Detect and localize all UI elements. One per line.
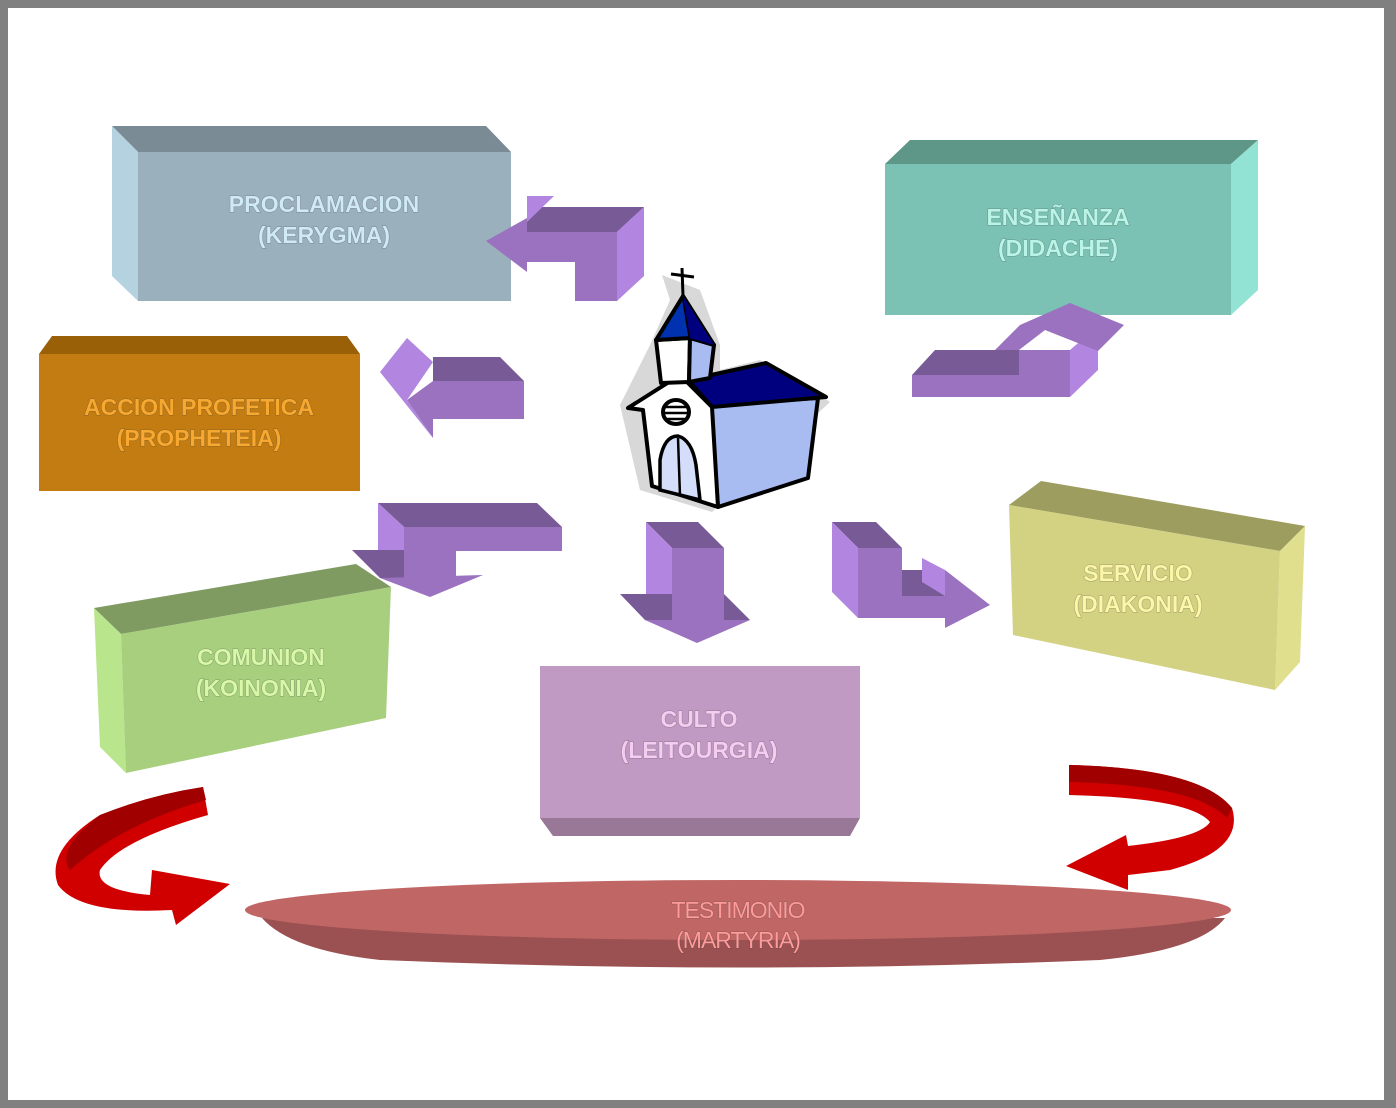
box-kerygma-subtitle: (KERYGMA): [258, 222, 390, 248]
arrow-face: [527, 232, 617, 301]
arrow-face: [645, 620, 750, 643]
box-koinonia-subtitle: (KOINONIA): [196, 675, 326, 701]
box-leitourgia-subtitle: (LEITOURGIA): [621, 737, 778, 763]
arrow-face: [352, 550, 404, 578]
disc-martyria-subtitle: (MARTYRIA): [676, 927, 800, 953]
arrow-face: [378, 503, 562, 527]
arrow-face: [912, 350, 1019, 375]
box-propheteia-front: [39, 354, 360, 491]
arrow-face: [832, 522, 902, 548]
box-propheteia-subtitle: (PROPHETEIA): [117, 425, 282, 451]
box-diakonia-side: [1275, 526, 1305, 690]
box-leitourgia: CULTO (LEITOURGIA): [540, 666, 860, 836]
arrow-face: [945, 570, 990, 628]
cross-horizontal: [670, 272, 695, 279]
arrow-face: [1069, 765, 1232, 818]
cycle-arrow-left: [55, 787, 230, 925]
church-wall-side: [708, 396, 820, 509]
box-koinonia-top: [94, 564, 391, 634]
church-steeple-base: [654, 336, 692, 385]
box-diakonia-front: [1009, 505, 1280, 690]
box-koinonia-front: [121, 587, 391, 773]
box-kerygma: PROCLAMACION (KERYGMA): [112, 126, 511, 301]
arrow-face: [620, 594, 672, 620]
arrow-face: [404, 527, 562, 578]
box-didache-side: [1231, 140, 1258, 315]
box-koinonia-side: [94, 608, 126, 773]
arrow-face: [995, 303, 1124, 351]
ministry-diagram: PROCLAMACION (KERYGMA) ACCION PROFETICA …: [39, 126, 1305, 968]
arrow-face: [380, 575, 483, 597]
arrow-to-didache: [912, 303, 1124, 397]
box-kerygma-top: [112, 126, 511, 152]
arrow-face: [832, 522, 858, 618]
box-propheteia: ACCION PROFETICA (PROPHETEIA): [39, 336, 360, 491]
disc-martyria: TESTIMONIO (MARTYRIA): [245, 880, 1231, 968]
arrow-face: [617, 207, 644, 301]
arrow-to-kerygma: [486, 196, 644, 301]
box-didache-top: [885, 140, 1258, 164]
arrow-to-koinonia: [352, 503, 562, 597]
arrow-face: [527, 207, 644, 232]
arrow-face: [672, 548, 724, 620]
door-divider: [676, 437, 682, 497]
disc-martyria-title: TESTIMONIO: [671, 897, 804, 923]
box-kerygma-title: PROCLAMACION: [229, 191, 419, 217]
arrow-face: [433, 381, 524, 419]
box-kerygma-side: [112, 126, 138, 301]
cross-vertical: [680, 267, 685, 297]
arrow-face: [912, 350, 1070, 397]
box-didache-front: [885, 164, 1231, 315]
arrow-to-diakonia: [832, 522, 990, 628]
arrow-to-leitourgia: [620, 522, 750, 643]
arrow-face: [380, 338, 433, 438]
arrow-face: [902, 570, 945, 596]
slide: PROCLAMACION (KERYGMA) ACCION PROFETICA …: [8, 8, 1384, 1100]
church-icon: [620, 267, 830, 512]
box-diakonia-title: SERVICIO: [1083, 560, 1193, 586]
arrow-face: [407, 381, 433, 438]
box-koinonia-title: COMUNION: [197, 644, 325, 670]
box-leitourgia-title: CULTO: [660, 706, 737, 732]
arrow-face: [433, 357, 524, 381]
box-propheteia-top: [39, 336, 360, 354]
box-didache: ENSEÑANZA (DIDACHE): [885, 140, 1258, 315]
box-diakonia-top: [1009, 481, 1305, 551]
box-koinonia: COMUNION (KOINONIA): [94, 564, 391, 773]
arrow-face: [486, 218, 527, 272]
arrow-face: [724, 594, 750, 620]
box-leitourgia-front: [540, 666, 860, 818]
arrow-face: [527, 196, 554, 222]
arrow-face: [858, 548, 945, 618]
arrow-to-propheteia: [380, 338, 524, 438]
box-propheteia-title: ACCION PROFETICA: [84, 394, 314, 420]
box-diakonia-subtitle: (DIAKONIA): [1073, 591, 1202, 617]
arrow-face: [66, 787, 206, 870]
box-kerygma-front: [138, 152, 511, 301]
box-leitourgia-bottom: [540, 818, 860, 836]
box-didache-title: ENSEÑANZA: [986, 203, 1129, 230]
box-diakonia: SERVICIO (DIAKONIA): [1009, 481, 1305, 690]
arrow-face: [922, 558, 945, 596]
disc-martyria-top: [245, 880, 1231, 940]
box-didache-subtitle: (DIDACHE): [998, 235, 1118, 261]
cycle-arrow-right: [1066, 765, 1234, 890]
spire-dark-face: [683, 296, 714, 345]
